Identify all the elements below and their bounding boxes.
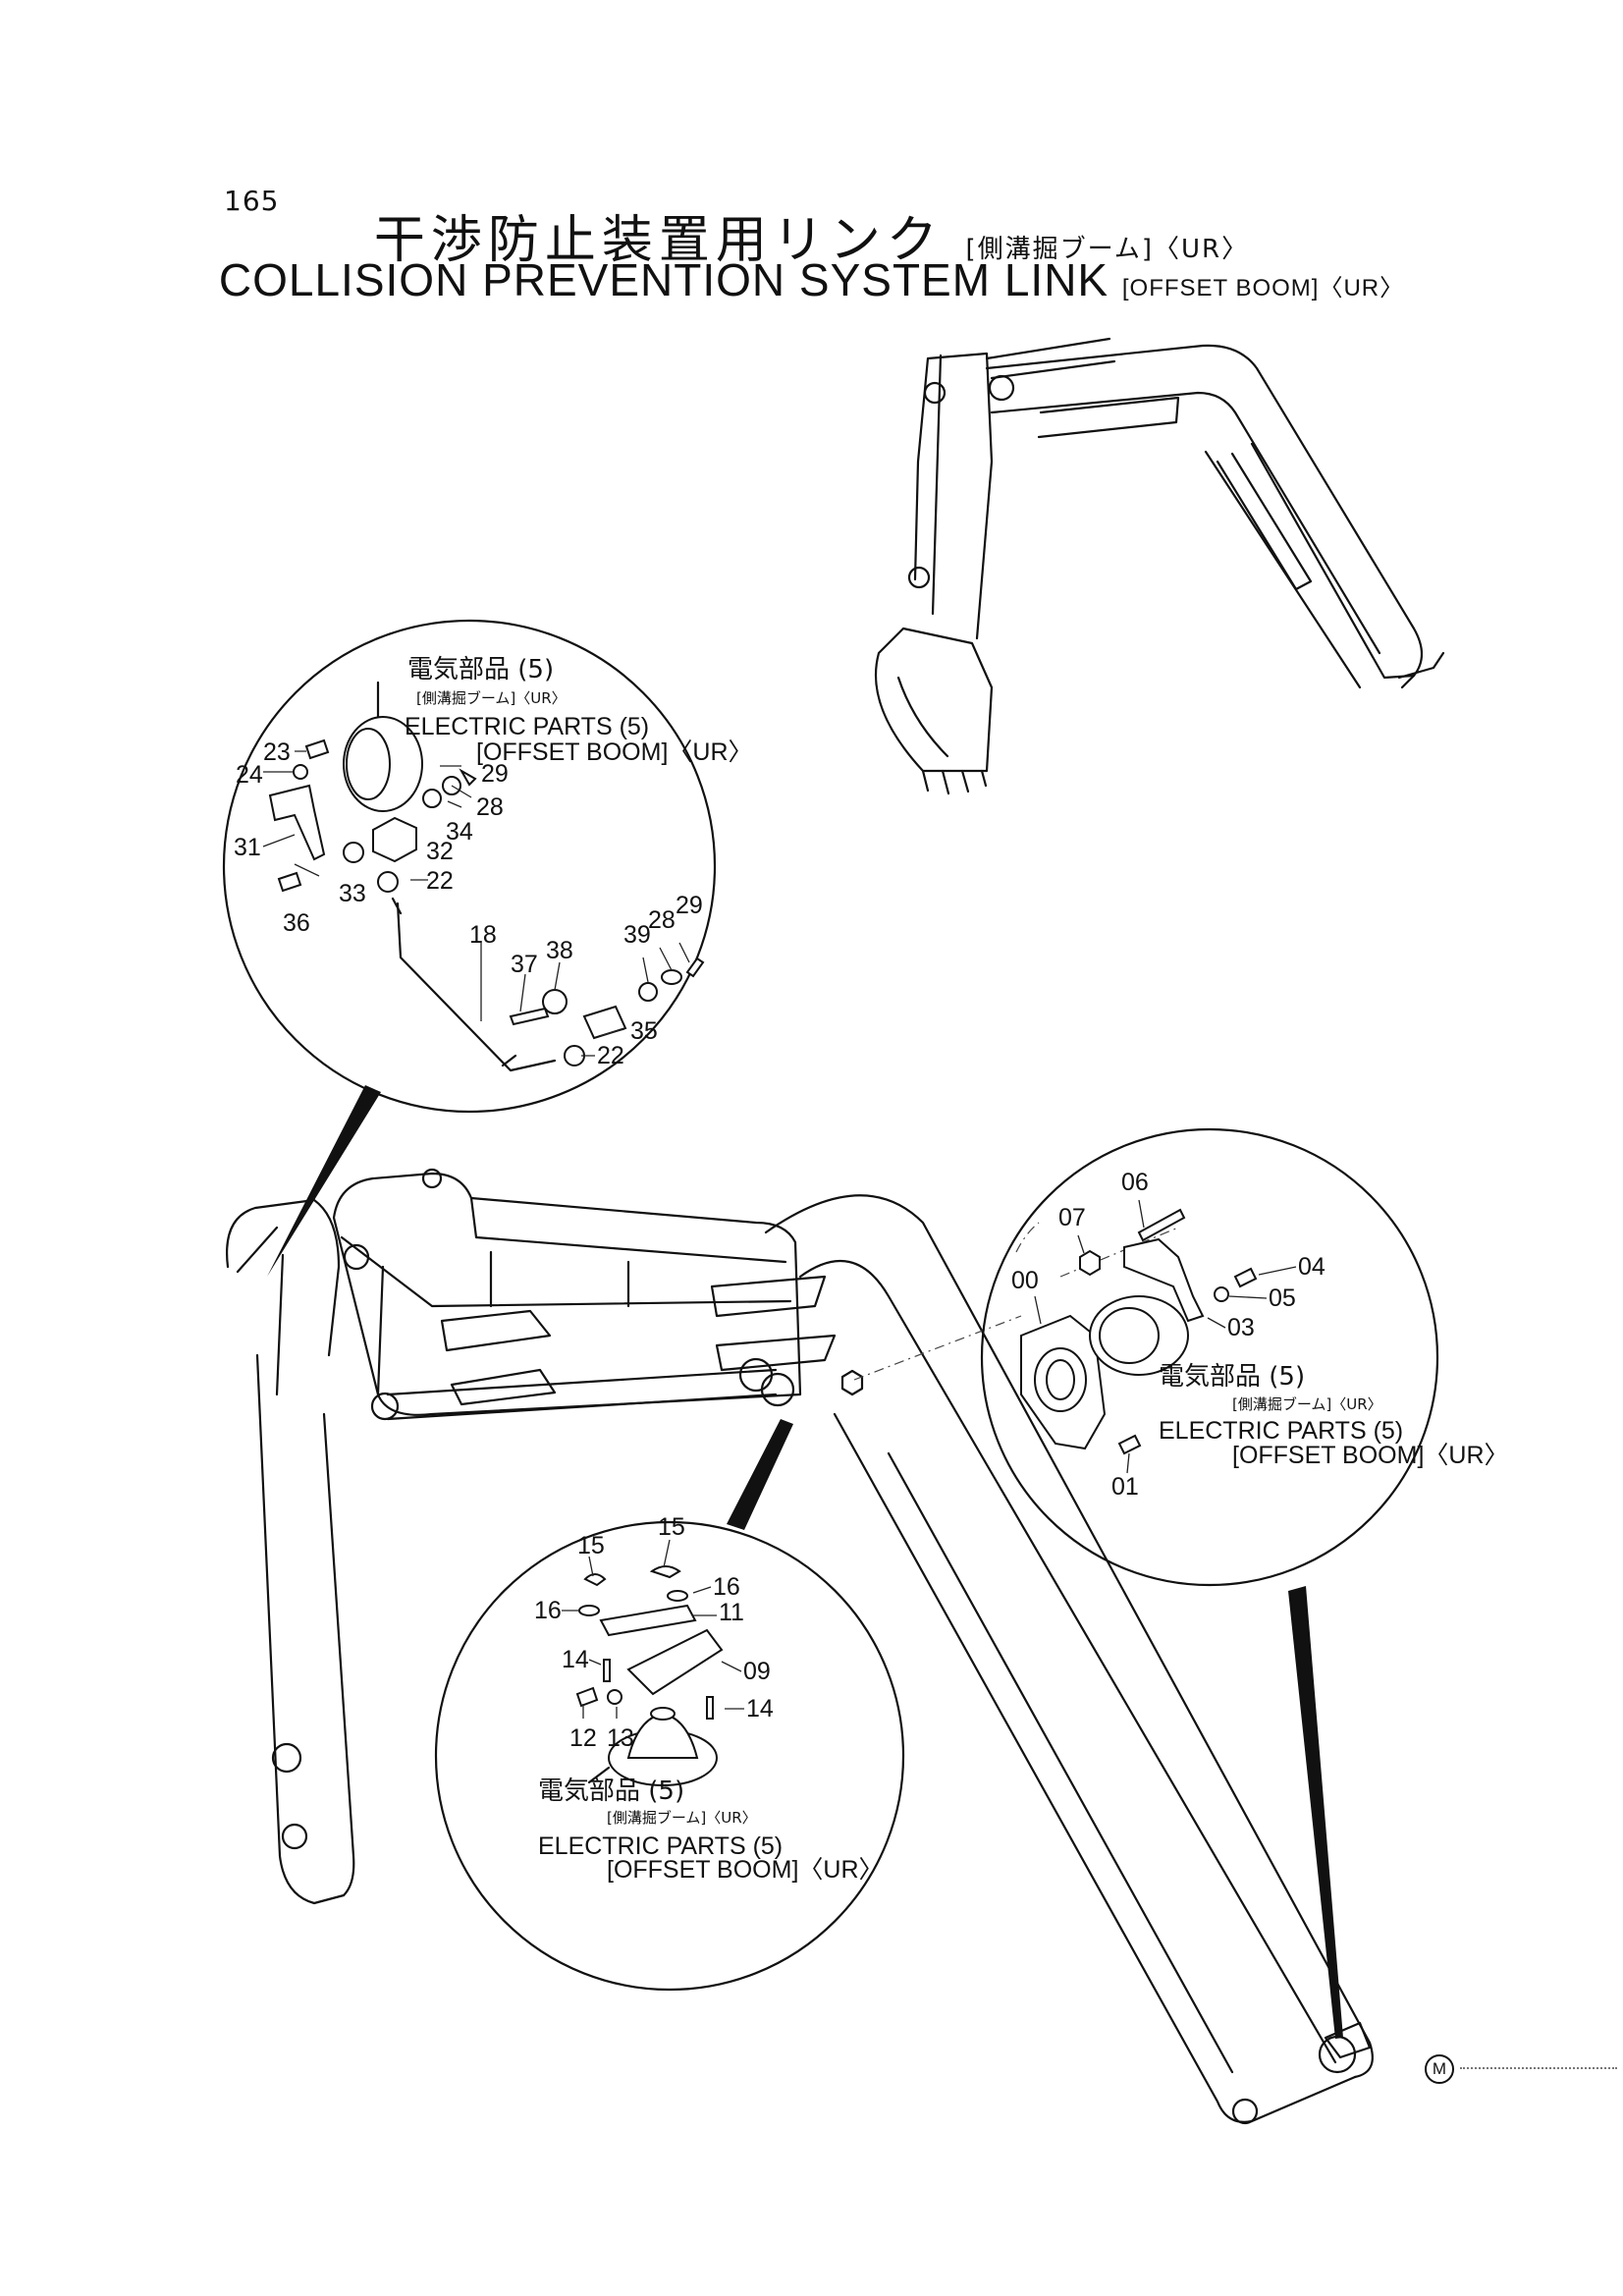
page-number: 165 xyxy=(224,185,280,217)
detail-circle-bottom-outline xyxy=(434,1520,905,1992)
detail-r-en-sub: [OFFSET BOOM]〈UR〉 xyxy=(1232,1442,1509,1469)
callout-b-11: 11 xyxy=(719,1599,744,1626)
revision-mark-icon: M xyxy=(1425,2054,1454,2084)
callout-ul-39: 39 xyxy=(623,921,651,949)
callout-r-01: 01 xyxy=(1111,1473,1139,1501)
callout-b-15a: 15 xyxy=(577,1532,605,1559)
callout-ul-18: 18 xyxy=(469,921,497,949)
leader-wedge-upper-left xyxy=(267,1085,381,1277)
callout-ul-34: 34 xyxy=(446,818,473,846)
title-en-main: COLLISION PREVENTION SYSTEM LINK xyxy=(218,254,1109,305)
revision-dotted-line xyxy=(1460,2067,1617,2069)
callout-ul-28a: 28 xyxy=(476,793,504,821)
callout-ul-31: 31 xyxy=(234,834,261,861)
detail-r-en-label: ELECTRIC PARTS (5) xyxy=(1159,1417,1403,1445)
detail-ul-en-sub: [OFFSET BOOM]〈UR〉 xyxy=(476,738,753,766)
callout-r-06: 06 xyxy=(1121,1169,1149,1196)
detail-b-jp-label: 電気部品 (5) xyxy=(538,1777,684,1806)
detail-ul-en-label: ELECTRIC PARTS (5) xyxy=(405,713,649,740)
callout-b-13: 13 xyxy=(607,1724,634,1752)
title-japanese: 干渉防止装置用リンク [側溝掘ブーム]〈UR〉 xyxy=(0,198,1623,272)
callout-r-00: 00 xyxy=(1011,1267,1039,1294)
title-jp-sub: [側溝掘ブーム]〈UR〉 xyxy=(965,235,1250,264)
callout-ul-22a: 22 xyxy=(426,867,454,895)
callout-r-07: 07 xyxy=(1058,1204,1086,1231)
callout-b-14a: 14 xyxy=(562,1646,589,1673)
callout-b-15b: 15 xyxy=(658,1513,685,1541)
callout-r-04: 04 xyxy=(1298,1253,1325,1281)
leader-wedge-bottom xyxy=(727,1419,793,1530)
callout-r-03: 03 xyxy=(1227,1314,1255,1341)
detail-r-jp-sub: [側溝掘ブーム]〈UR〉 xyxy=(1232,1395,1382,1413)
callout-ul-29b: 29 xyxy=(676,892,703,919)
detail-circle-right: 06 07 04 00 05 03 01 電気部品 (5) [側溝掘ブーム]〈U… xyxy=(980,1127,1509,1587)
callout-ul-37: 37 xyxy=(511,951,538,978)
callout-ul-28b: 28 xyxy=(648,906,676,934)
detail-r-jp-label: 電気部品 (5) xyxy=(1159,1362,1305,1392)
title-english: COLLISION PREVENTION SYSTEM LINK [OFFSET… xyxy=(0,253,1623,306)
detail-circle-right-outline xyxy=(980,1127,1439,1587)
detail-b-en-label: ELECTRIC PARTS (5) xyxy=(538,1832,783,1860)
detail-ul-jp-sub: [側溝掘ブーム]〈UR〉 xyxy=(416,689,567,707)
callout-b-16b: 16 xyxy=(713,1573,740,1601)
leader-wedge-right xyxy=(1288,1586,1343,2039)
callout-ul-24: 24 xyxy=(236,761,263,789)
detail-circle-upper-left-outline xyxy=(222,619,717,1114)
detail-circle-upper-left: 電気部品 (5) [側溝掘ブーム]〈UR〉 ELECTRIC PARTS (5)… xyxy=(222,619,753,1114)
callout-ul-32: 32 xyxy=(426,838,454,865)
detail-b-en-sub: [OFFSET BOOM]〈UR〉 xyxy=(607,1856,884,1884)
callout-b-09: 09 xyxy=(743,1658,771,1685)
title-jp-main: 干渉防止装置用リンク xyxy=(373,211,944,270)
callout-b-12: 12 xyxy=(569,1724,597,1752)
callout-ul-36: 36 xyxy=(283,909,310,937)
callout-ul-22b: 22 xyxy=(597,1042,624,1069)
excavator-attachment-illustration xyxy=(874,337,1445,795)
detail-circle-bottom: 15 15 16 16 11 14 09 14 12 13 電気部品 (5) [… xyxy=(434,1513,905,1992)
callout-b-14b: 14 xyxy=(746,1695,774,1722)
title-en-sub: [OFFSET BOOM]〈UR〉 xyxy=(1121,275,1405,301)
callout-ul-33: 33 xyxy=(339,880,366,907)
callout-ul-35: 35 xyxy=(630,1017,658,1045)
callout-ul-29a: 29 xyxy=(481,760,509,788)
detail-ul-jp-label: 電気部品 (5) xyxy=(407,655,554,684)
callout-ul-23: 23 xyxy=(263,738,291,766)
callout-b-16a: 16 xyxy=(534,1597,562,1624)
callout-r-05: 05 xyxy=(1269,1285,1296,1312)
callout-ul-38: 38 xyxy=(546,937,573,964)
offset-boom-illustration xyxy=(226,1168,1374,2125)
detail-b-jp-sub: [側溝掘ブーム]〈UR〉 xyxy=(607,1809,757,1827)
